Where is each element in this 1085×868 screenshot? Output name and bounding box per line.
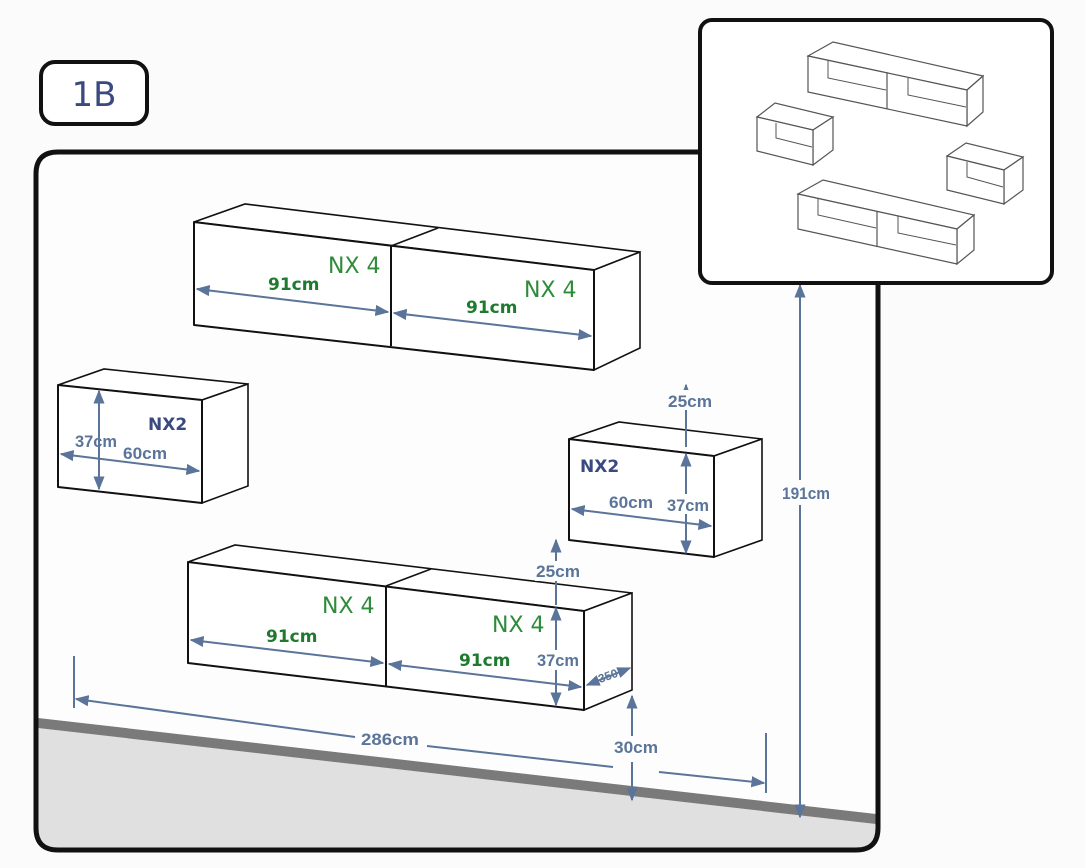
top-right-module-code: NX 4 [524,278,577,303]
left-unit-width-label: 60cm [123,444,167,463]
top-wall-unit: NX 4 91cm NX 4 91cm [193,203,641,372]
top-right-module-width: 91cm [466,298,517,318]
right-unit-width-label: 60cm [609,493,653,512]
bottom-right-width-dimension [387,659,583,692]
assembled-view-inset [698,18,1054,285]
right-small-unit: 25cm NX2 60cm 37cm [568,383,763,559]
bottom-left-module-code: NX 4 [322,594,375,619]
top-right-width-dimension [392,308,593,341]
left-unit-code: NX2 [148,415,187,435]
bottom-left-module-width: 91cm [266,627,317,647]
floor [38,728,876,848]
bottom-right-module-width: 91cm [459,651,510,671]
bottom-unit-depth-label: 350 [596,666,620,686]
inset-left-single-shelf [755,102,835,167]
left-unit-height-label: 37cm [75,432,117,451]
badge-label: 1B [72,75,117,115]
bottom-unit-depth-dimension [585,667,632,686]
top-left-module-code: NX 4 [328,254,381,279]
top-left-module-width: 91cm [268,275,319,295]
right-unit-height-label: 37cm [667,496,709,515]
total-width-dimension-end [658,771,766,788]
right-unit-width-dimension [570,504,713,531]
bottom-left-width-dimension [189,635,385,668]
layout-badge: 1B [39,60,149,126]
overall-dimensions: 286cm 30cm 191cm [73,283,830,819]
inset-top-double-shelf [806,41,985,128]
bottom-unit-height-label: 37cm [537,651,579,670]
left-unit-width-dimension [59,449,201,476]
inset-bottom-double-shelf [796,179,976,266]
right-unit-code: NX2 [580,457,619,477]
total-width-label: 286cm [361,730,419,749]
bottom-right-module-code: NX 4 [492,613,545,638]
bottom-wall-unit: 25cm NX 4 91cm NX 4 91cm 37cm 350 [187,538,633,712]
bottom-unit-gap-label: 25cm [536,562,580,581]
floor-clearance-label: 30cm [614,738,658,757]
total-width-dimension-left [74,695,356,738]
total-width-dimension-right [426,745,614,768]
left-small-unit: NX2 37cm 60cm [57,368,249,505]
total-height-label: 191cm [782,484,830,503]
right-unit-gap-label: 25cm [668,392,712,411]
skirting-board [38,718,876,824]
top-left-width-dimension [195,284,390,317]
inset-right-single-shelf [945,142,1025,206]
